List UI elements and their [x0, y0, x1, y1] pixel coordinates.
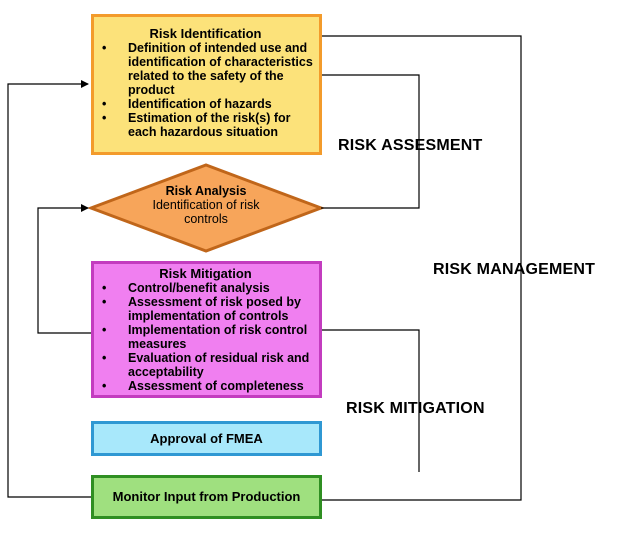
- monitor-input-box: Monitor Input from Production: [91, 475, 322, 519]
- feedback-arrow-mitigation-to-analysis: [37, 204, 91, 334]
- approval-fmea-label: Approval of FMEA: [150, 430, 263, 446]
- list-item: Assessment of completeness: [98, 379, 313, 393]
- risk-analysis-text: Risk Analysis Identification of risk con…: [108, 184, 304, 226]
- risk-analysis-title: Risk Analysis: [165, 184, 247, 198]
- monitor-input-label: Monitor Input from Production: [112, 489, 301, 504]
- risk-mitigation-list: Control/benefit analysis Assessment of r…: [98, 281, 313, 393]
- risk-management-label: RISK MANAGEMENT: [433, 261, 596, 278]
- risk-analysis-subtitle: Identification of risk controls: [152, 198, 260, 226]
- list-item: Estimation of the risk(s) for each hazar…: [98, 111, 313, 139]
- risk-mitigation-title: Risk Mitigation: [159, 266, 252, 281]
- risk-identification-box: Risk Identification Definition of intend…: [91, 14, 322, 155]
- risk-identification-title: Risk Identification: [149, 26, 262, 41]
- list-item: Definition of intended use and identific…: [98, 41, 313, 97]
- list-item: Evaluation of residual risk and acceptab…: [98, 351, 313, 379]
- risk-mitigation-label: RISK MITIGATION: [346, 400, 485, 417]
- risk-management-bracket: [322, 35, 522, 501]
- list-item: Control/benefit analysis: [98, 281, 313, 295]
- list-item: Implementation of risk control measures: [98, 323, 313, 351]
- approval-fmea-box: Approval of FMEA: [91, 421, 322, 456]
- feedback-arrow-monitor-to-identification: [7, 80, 91, 498]
- risk-mitigation-box: Risk Mitigation Control/benefit analysis…: [91, 261, 322, 398]
- list-item: Assessment of risk posed by implementati…: [98, 295, 313, 323]
- risk-identification-list: Definition of intended use and identific…: [98, 41, 313, 139]
- risk-mitigation-bracket: [322, 329, 420, 472]
- risk-assessment-label: RISK ASSESMENT: [338, 137, 483, 154]
- risk-assessment-bracket: [321, 74, 420, 209]
- list-item: Identification of hazards: [98, 97, 313, 111]
